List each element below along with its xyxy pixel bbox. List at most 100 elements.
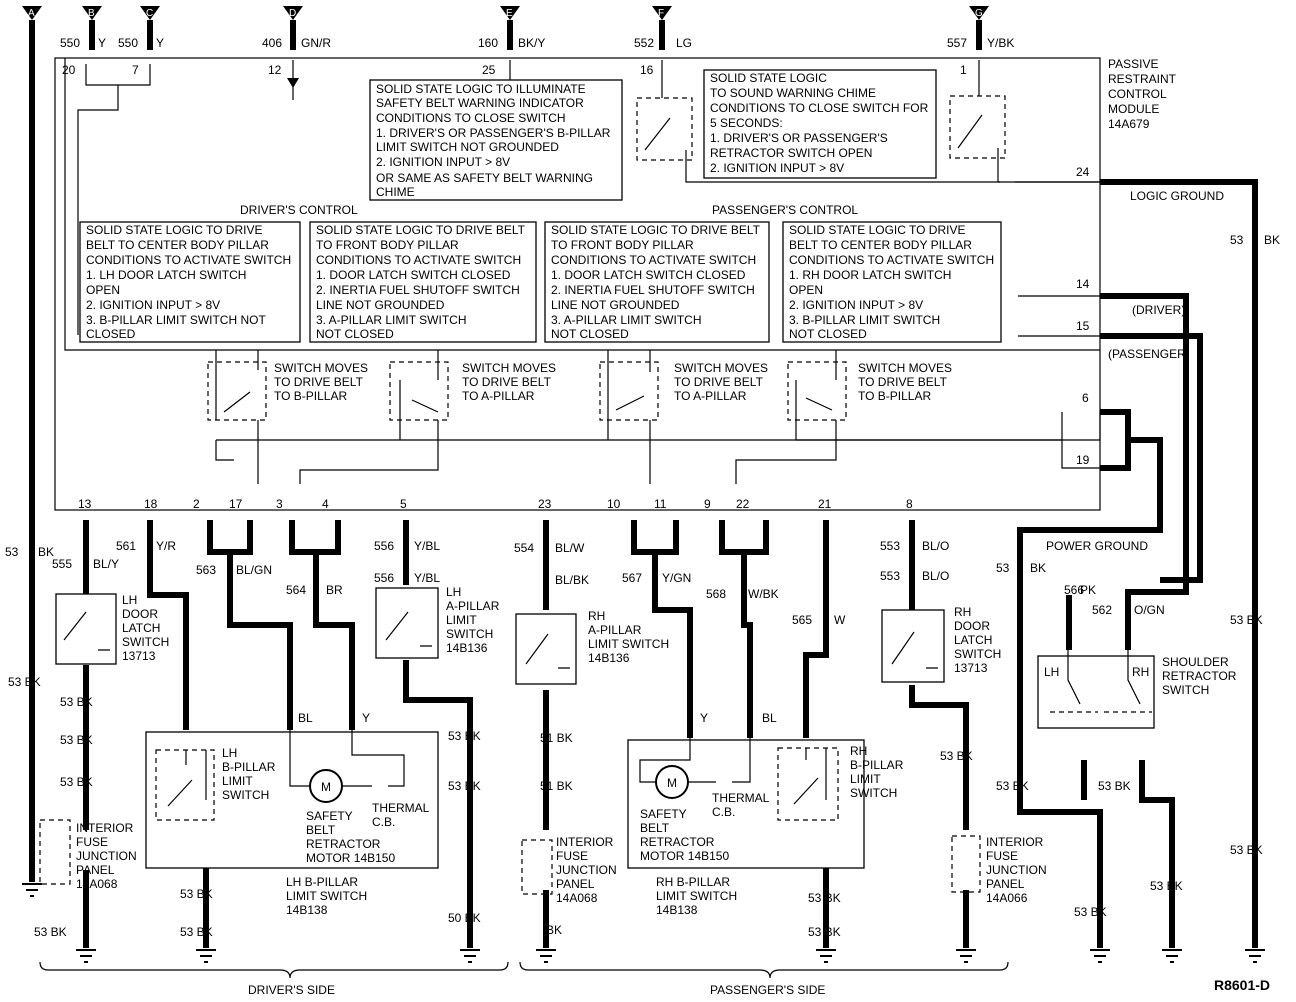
svg-text:9: 9 — [704, 497, 711, 511]
svg-text:W/BK: W/BK — [748, 587, 779, 601]
svg-text:556: 556 — [374, 571, 394, 585]
passengers-control-heading: PASSENGER'S CONTROL — [712, 203, 858, 217]
svg-text:3: 3 — [276, 497, 283, 511]
svg-text:563: 563 — [196, 563, 216, 577]
module-label-line1: PASSIVE — [1108, 57, 1158, 71]
passenger-b-pillar-logic-box: SOLID STATE LOGIC TO DRIVE BELT TO CENTE… — [782, 221, 1002, 343]
svg-text:14B136: 14B136 — [588, 651, 630, 665]
svg-text:NOT CLOSED: NOT CLOSED — [789, 327, 867, 341]
svg-text:SOLID STATE LOGIC TO ILLUMINAT: SOLID STATE LOGIC TO ILLUMINATE — [376, 82, 586, 96]
svg-text:53 BK: 53 BK — [60, 775, 93, 789]
svg-text:TO A-PILLAR: TO A-PILLAR — [462, 389, 535, 403]
lh-fuse-junction-panel: INTERIOR FUSE JUNCTION PANEL 14A068 — [39, 819, 137, 891]
svg-text:406: 406 — [262, 36, 282, 50]
svg-text:53 BK: 53 BK — [808, 925, 841, 939]
svg-text:OPEN: OPEN — [86, 283, 120, 297]
svg-text:3. B-PILLAR LIMIT SWITCH NOT: 3. B-PILLAR LIMIT SWITCH NOT — [86, 313, 266, 327]
svg-text:53: 53 — [5, 545, 19, 559]
svg-text:CONDITIONS TO CLOSE SWITCH FOR: CONDITIONS TO CLOSE SWITCH FOR — [710, 101, 929, 115]
svg-text:B-PILLAR: B-PILLAR — [850, 758, 904, 772]
passengers-side-label: PASSENGER'S SIDE — [710, 983, 825, 997]
svg-text:BL/Y: BL/Y — [93, 557, 119, 571]
svg-text:550: 550 — [60, 36, 80, 50]
svg-text:JUNCTION: JUNCTION — [986, 863, 1047, 877]
svg-text:LIMIT: LIMIT — [446, 613, 477, 627]
svg-text:DOOR: DOOR — [954, 619, 990, 633]
pin-1: 1 — [960, 63, 967, 77]
svg-text:51 BK: 51 BK — [540, 731, 573, 745]
svg-text:INTERIOR: INTERIOR — [76, 821, 134, 835]
svg-text:557: 557 — [947, 36, 967, 50]
svg-text:568: 568 — [706, 587, 726, 601]
svg-text:Y: Y — [156, 36, 164, 50]
svg-text:SOLID STATE LOGIC: SOLID STATE LOGIC — [710, 71, 827, 85]
svg-text:SWITCH: SWITCH — [850, 786, 897, 800]
svg-text:53: 53 — [996, 561, 1010, 575]
svg-text:F: F — [658, 8, 664, 19]
svg-text:BELT TO CENTER BODY PILLAR: BELT TO CENTER BODY PILLAR — [86, 238, 269, 252]
svg-text:BL/BK: BL/BK — [555, 573, 589, 587]
svg-text:53 BK: 53 BK — [940, 749, 973, 763]
svg-text:B: B — [88, 8, 95, 19]
svg-text:LH: LH — [122, 593, 137, 607]
svg-text:567: 567 — [622, 571, 642, 585]
connector-e: E 160 BK/Y — [478, 6, 545, 50]
svg-text:OPEN: OPEN — [789, 283, 823, 297]
warning-indicator-logic-box: SOLID STATE LOGIC TO ILLUMINATE SAFETY B… — [369, 79, 623, 201]
svg-text:566: 566 — [1064, 583, 1084, 597]
svg-text:SWITCH MOVES: SWITCH MOVES — [674, 361, 768, 375]
svg-text:17: 17 — [229, 497, 243, 511]
svg-text:53: 53 — [1230, 233, 1244, 247]
svg-text:8: 8 — [906, 497, 913, 511]
svg-text:53 BK: 53 BK — [180, 887, 213, 901]
svg-text:PANEL: PANEL — [76, 863, 115, 877]
svg-text:BL/O: BL/O — [922, 539, 949, 553]
module-inner-divider — [64, 58, 1100, 351]
pin-16: 16 — [640, 63, 654, 77]
svg-text:23: 23 — [538, 497, 552, 511]
svg-text:A: A — [28, 8, 35, 19]
svg-text:SOLID STATE LOGIC TO DRIVE: SOLID STATE LOGIC TO DRIVE — [789, 223, 965, 237]
lh-door-latch-switch: LH DOOR LATCH SWITCH 13713 — [55, 593, 169, 665]
svg-text:1. DOOR LATCH SWITCH CLOSED: 1. DOOR LATCH SWITCH CLOSED — [551, 268, 746, 282]
svg-text:SWITCH MOVES: SWITCH MOVES — [274, 361, 368, 375]
svg-text:SWITCH: SWITCH — [222, 788, 269, 802]
svg-text:SAFETY: SAFETY — [306, 809, 353, 823]
svg-text:CONDITIONS TO ACTIVATE SWITCH: CONDITIONS TO ACTIVATE SWITCH — [551, 253, 756, 267]
svg-text:561: 561 — [116, 539, 136, 553]
indicator-switch — [636, 97, 693, 161]
svg-text:BL/O: BL/O — [922, 569, 949, 583]
figure-id: R8601-D — [1214, 977, 1270, 993]
lh-a-pillar-limit-switch: LH A-PILLAR LIMIT SWITCH 14B136 — [375, 585, 500, 659]
svg-text:1. DRIVER'S OR PASSENGER'S B-P: 1. DRIVER'S OR PASSENGER'S B-PILLAR — [376, 126, 611, 140]
svg-text:1. DRIVER'S OR PASSENGER'S: 1. DRIVER'S OR PASSENGER'S — [710, 131, 888, 145]
svg-text:53 BK: 53 BK — [448, 779, 481, 793]
rh-fuse-junction-panel: INTERIOR FUSE JUNCTION PANEL 14A066 — [951, 835, 1047, 905]
svg-text:RETRACTOR: RETRACTOR — [1162, 669, 1237, 683]
svg-text:53 BK: 53 BK — [1150, 879, 1183, 893]
svg-text:BL: BL — [762, 711, 777, 725]
svg-text:2. IGNITION INPUT > 8V: 2. IGNITION INPUT > 8V — [376, 155, 510, 169]
drivers-side-label: DRIVER'S SIDE — [248, 983, 335, 997]
rh-b-pillar-label: RH B-PILLAR — [656, 875, 730, 889]
module-label-line5: 14A679 — [1108, 117, 1150, 131]
svg-text:FUSE: FUSE — [986, 849, 1018, 863]
svg-text:5: 5 — [400, 497, 407, 511]
svg-text:2. IGNITION INPUT > 8V: 2. IGNITION INPUT > 8V — [710, 161, 844, 175]
pin-7: 7 — [132, 63, 139, 77]
svg-text:FUSE: FUSE — [556, 849, 588, 863]
warning-chime-logic-box: SOLID STATE LOGIC TO SOUND WARNING CHIME… — [703, 69, 937, 179]
pin-15: 15 — [1076, 319, 1090, 333]
svg-text:554: 554 — [514, 541, 534, 555]
svg-text:14A068: 14A068 — [76, 877, 118, 891]
svg-text:3. A-PILLAR LIMIT SWITCH: 3. A-PILLAR LIMIT SWITCH — [316, 313, 466, 327]
svg-text:LATCH: LATCH — [122, 621, 160, 635]
svg-text:PK: PK — [1080, 583, 1096, 597]
svg-text:DOOR: DOOR — [122, 607, 158, 621]
svg-text:552: 552 — [634, 36, 654, 50]
svg-text:FUSE: FUSE — [76, 835, 108, 849]
svg-text:SOLID STATE LOGIC TO DRIVE: SOLID STATE LOGIC TO DRIVE — [86, 223, 262, 237]
svg-text:C.B.: C.B. — [372, 815, 395, 829]
pin-14: 14 — [1076, 277, 1090, 291]
svg-text:53 BK: 53 BK — [180, 925, 213, 939]
